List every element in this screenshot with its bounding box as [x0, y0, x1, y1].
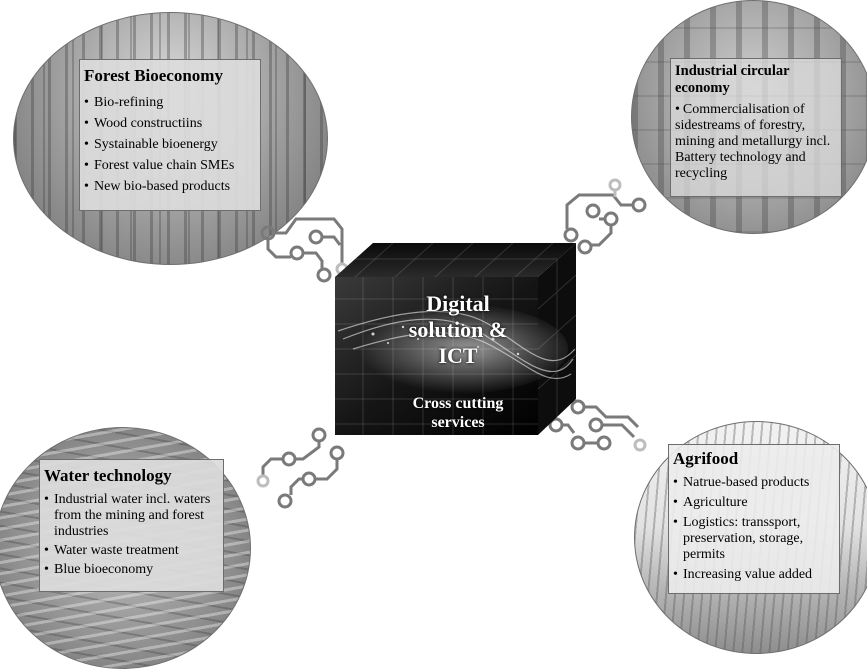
center-subtitle-line1: Cross cutting	[412, 395, 504, 412]
forest-title: Forest Bioeconomy	[84, 66, 223, 85]
list-item: Wood constructiins	[84, 113, 256, 134]
list-item: Bio-refining	[84, 92, 256, 113]
water-list: Industrial water incl. waters from the m…	[44, 492, 219, 578]
list-item: Blue bioeconomy	[44, 562, 219, 578]
digital-cube: Digital solution & ICT Cross cutting ser…	[333, 239, 578, 439]
forest-list: Bio-refining Wood constructiins Systaina…	[84, 92, 256, 197]
list-item: New bio-based products	[84, 176, 256, 197]
center-title: Digital solution & ICT	[355, 291, 561, 369]
list-item: Industrial water incl. waters from the m…	[44, 492, 219, 540]
industrial-title-line1: Industrial circular	[675, 63, 790, 79]
list-item: Systainable bioenergy	[84, 134, 256, 155]
list-item: Natrue-based products	[673, 475, 835, 491]
center-subtitle: Cross cutting services	[355, 394, 561, 432]
center-subtitle-line2: services	[431, 414, 485, 431]
industrial-title-line2: economy	[675, 80, 730, 96]
water-technology-box: Water technology Industrial water incl. …	[39, 459, 224, 592]
list-item: Increasing value added	[673, 567, 835, 583]
circuit-connector-icon	[548, 399, 647, 452]
water-title: Water technology	[44, 466, 172, 485]
agrifood-box: Agrifood Natrue-based products Agricultu…	[668, 444, 840, 594]
center-title-line2: solution &	[408, 317, 508, 342]
circuit-connector-icon	[256, 427, 345, 509]
agrifood-list: Natrue-based products Agriculture Logist…	[673, 475, 835, 583]
center-title-line1: Digital	[426, 291, 490, 316]
industrial-title: Industrial circular economy	[675, 63, 837, 97]
list-item: Logistics: transsport, preservation, sto…	[673, 515, 835, 563]
list-item: Commercialisation of sidestreams of fore…	[675, 102, 837, 182]
list-item: Forest value chain SMEs	[84, 155, 256, 176]
agrifood-title: Agrifood	[673, 449, 739, 468]
forest-bioeconomy-box: Forest Bioeconomy Bio-refining Wood cons…	[79, 59, 261, 211]
digital-cube-icon	[335, 242, 577, 435]
circuit-connector-icon	[563, 178, 647, 255]
center-title-line3: ICT	[438, 343, 478, 368]
list-item: Water waste treatment	[44, 543, 219, 559]
industrial-circular-economy-box: Industrial circular economy Commercialis…	[670, 58, 842, 197]
industrial-list: Commercialisation of sidestreams of fore…	[675, 102, 837, 182]
list-item: Agriculture	[673, 495, 835, 511]
